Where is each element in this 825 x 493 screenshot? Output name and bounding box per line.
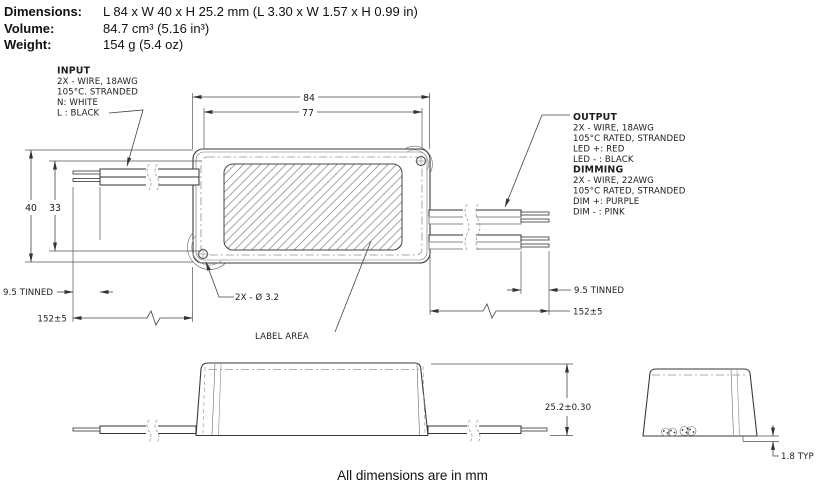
mount-tab-bottom-left bbox=[187, 231, 227, 270]
spec-summary: Dimensions: L 84 x W 40 x H 25.2 mm (L 3… bbox=[4, 4, 564, 54]
dim-lead-right: 152±5 bbox=[573, 308, 603, 318]
mount-tab-top-right bbox=[403, 145, 433, 175]
output-callout: OUTPUT 2X - WIRE, 18AWG 105°C RATED, STR… bbox=[504, 112, 686, 218]
dim-height: 25.2±0.30 bbox=[545, 403, 591, 413]
input-callout: INPUT 2X - WIRE, 18AWG 105°C. STRANDED N… bbox=[57, 66, 144, 167]
end-view: 1.8 TYP bbox=[642, 368, 814, 462]
dim-tinned-lead bbox=[520, 243, 550, 248]
spec-row-weight: Weight: 154 g (5.4 oz) bbox=[4, 37, 564, 54]
top-view: 84 77 40 33 9.5 TINNED bbox=[3, 93, 624, 342]
output-wires-top bbox=[428, 203, 550, 251]
enclosure-lid-edge bbox=[195, 151, 428, 261]
dim-lid-width: 33 bbox=[49, 203, 61, 214]
input-wires-top bbox=[72, 163, 200, 191]
dimension-foot-height: 1.8 TYP bbox=[742, 425, 814, 462]
units-note: All dimensions are in mm bbox=[337, 468, 488, 483]
callout-output-line: 2X - WIRE, 18AWG bbox=[573, 124, 654, 134]
spec-dimensions-label: Dimensions: bbox=[4, 4, 83, 19]
leader-line bbox=[108, 109, 144, 167]
dimension-body-width: 40 33 bbox=[25, 149, 201, 263]
spec-volume-label: Volume: bbox=[4, 20, 55, 36]
label-area-region bbox=[223, 163, 403, 251]
hole-center-mark bbox=[415, 155, 427, 167]
callout-dimming-line: 105°C RATED, STRANDED bbox=[573, 187, 686, 197]
wire-exit-bundles bbox=[661, 426, 697, 437]
input-tinned-lead bbox=[72, 170, 101, 175]
wire-break-mask bbox=[463, 208, 476, 226]
input-tinned-lead-side bbox=[72, 427, 101, 432]
enclosure-hidden-edge bbox=[200, 156, 423, 256]
spec-dimensions-value: L 84 x W 40 x H 25.2 mm (L 3.30 x W 1.57… bbox=[103, 4, 418, 19]
wire-break-mask bbox=[146, 166, 158, 188]
callout-dimming-line: 2X - WIRE, 22AWG bbox=[573, 176, 654, 186]
wire-break-symbol bbox=[467, 419, 481, 443]
led-tinned-lead bbox=[520, 218, 550, 223]
dimension-output-lead: 9.5 TINNED 152±5 bbox=[429, 251, 624, 319]
callout-input-line: L : BLACK bbox=[57, 109, 100, 119]
enclosure-top-outline bbox=[187, 145, 433, 270]
enclosure-end-profile bbox=[642, 368, 758, 437]
spec-weight-value: 154 g (5.4 oz) bbox=[103, 37, 184, 52]
enclosure-body bbox=[192, 148, 431, 264]
dim-lid-length: 77 bbox=[302, 108, 314, 119]
hole-center-mark bbox=[197, 248, 209, 260]
input-tinned-lead bbox=[72, 178, 101, 182]
spec-volume-value: 84.7 cm³ (5.16 in³) bbox=[103, 20, 210, 36]
dimension-input-lead: 9.5 TINNED 152±5 bbox=[3, 187, 193, 326]
callout-output-title: OUTPUT bbox=[573, 112, 617, 123]
callout-output-line: LED - : BLACK bbox=[573, 155, 634, 165]
callout-output-line: 105°C RATED, STRANDED bbox=[573, 134, 686, 144]
mount-tab-bottom-left-inner bbox=[191, 234, 223, 266]
leader-line bbox=[504, 114, 570, 208]
mount-tab-top-right-inner bbox=[406, 149, 429, 172]
hole-callout: 2X - Ø 3.2 bbox=[205, 261, 279, 303]
dim-lead-left: 152±5 bbox=[37, 315, 67, 325]
dim-tinned-right: 9.5 TINNED bbox=[574, 286, 624, 296]
spec-row-dimensions: Dimensions: L 84 x W 40 x H 25.2 mm (L 3… bbox=[4, 4, 564, 21]
leader-line bbox=[205, 261, 234, 298]
label-area-callout: LABEL AREA bbox=[255, 240, 372, 342]
dim-mounting-holes: 2X - Ø 3.2 bbox=[235, 292, 279, 303]
output-tinned-lead-side bbox=[520, 427, 548, 432]
dim-foot-height: 1.8 TYP bbox=[781, 452, 814, 462]
leader-line bbox=[334, 240, 372, 333]
callout-dimming-line: DIM - : PINK bbox=[573, 208, 625, 218]
front-view: 25.2±0.30 bbox=[72, 362, 591, 443]
dim-body-length: 84 bbox=[303, 93, 315, 104]
dim-body-width: 40 bbox=[25, 203, 37, 214]
wire-break-mask bbox=[463, 233, 476, 251]
callout-dimming-title: DIMMING bbox=[573, 165, 623, 176]
dimension-height: 25.2±0.30 bbox=[431, 363, 591, 436]
spec-weight-label: Weight: bbox=[4, 37, 52, 52]
label-area-text: LABEL AREA bbox=[255, 332, 309, 342]
callout-input-line: 2X - WIRE, 18AWG bbox=[57, 77, 138, 87]
led-tinned-lead bbox=[520, 211, 550, 216]
callout-input-line: 105°C. STRANDED bbox=[57, 88, 138, 98]
callout-input-title: INPUT bbox=[57, 66, 91, 77]
callout-dimming-line: DIM +: PURPLE bbox=[573, 197, 639, 207]
callout-output-line: LED +: RED bbox=[573, 145, 625, 155]
wire-break-symbol bbox=[146, 419, 160, 443]
callout-input-line: N: WHITE bbox=[57, 98, 98, 108]
dimension-body-length: 84 77 bbox=[192, 93, 431, 149]
enclosure-profile bbox=[195, 362, 429, 437]
dim-tinned-lead bbox=[520, 236, 550, 241]
spec-row-volume: Volume: 84.7 cm³ (5.16 in³) bbox=[4, 21, 564, 38]
dim-tinned-left: 9.5 TINNED bbox=[3, 288, 53, 298]
